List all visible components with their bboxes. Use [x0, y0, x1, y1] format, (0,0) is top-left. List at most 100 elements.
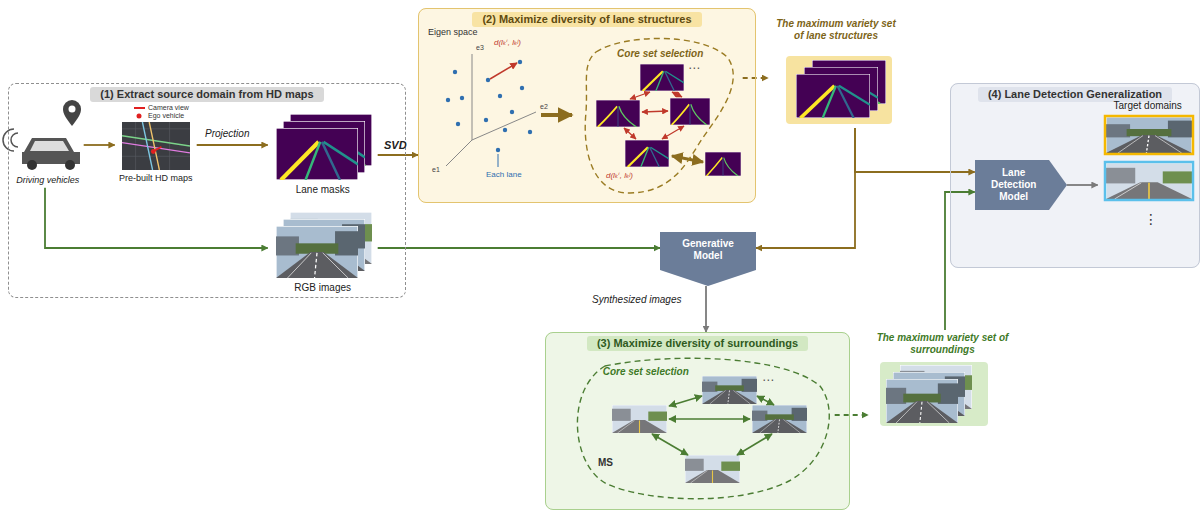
- surrounding-variety-stack: [886, 379, 958, 423]
- vehicle-item: Driving vehicles: [12, 100, 84, 188]
- surrounding-core-set-images: [612, 405, 667, 433]
- lane-variety-stack: [786, 56, 892, 124]
- surrounding-core-set-images: [702, 376, 757, 404]
- flow-connector: [378, 154, 418, 156]
- lane-core-set-images: [640, 64, 684, 91]
- flow-connector: [855, 128, 975, 172]
- rgb-image-stack: [276, 212, 372, 278]
- surrounding-core-set-images: [685, 455, 740, 483]
- eigen-space-plot: [503, 128, 507, 132]
- vehicle-icon: [69, 106, 76, 113]
- lane-core-set-images: [624, 128, 636, 139]
- point-callout: Each lane: [486, 171, 522, 180]
- lane-core-set-images: [662, 126, 684, 139]
- metric-label: MS: [598, 457, 613, 468]
- generator-shape: Generative Model: [660, 232, 756, 286]
- legend-entry: Ego vehicle: [148, 112, 184, 120]
- eigen-space-plot: [528, 130, 532, 134]
- node-label: Lane masks: [296, 184, 350, 196]
- node-label: Driving vehicles: [16, 175, 79, 186]
- ellipsis: ⋮: [1144, 212, 1158, 227]
- panel-fill: [950, 83, 1200, 268]
- eigen-space-plot: [453, 70, 457, 74]
- panel-fill: [8, 83, 406, 298]
- eigen-space-plot: [460, 96, 464, 100]
- generalization-panel: (4) Lane Detection GeneralizationLane De…: [950, 83, 1200, 268]
- lane-core-set-images: [630, 92, 650, 99]
- surrounding-core-set-images: [757, 396, 774, 405]
- eigen-space-plot: [490, 63, 517, 79]
- eigen-space-plot: [486, 78, 490, 82]
- distance-formula: d(lₖⁱ, lₖʲ): [494, 39, 521, 48]
- flow-connector: [197, 144, 268, 146]
- target-domain-images: [1105, 116, 1193, 200]
- eigen-space-plot: [498, 154, 499, 167]
- node-label: The maximum variety set of surroundings: [870, 332, 1015, 356]
- source-panel: (1) Extract source domain from HD mapsDr…: [8, 83, 406, 298]
- lane-core-set-images: [625, 140, 669, 167]
- surrounding-core-set-images: [737, 434, 772, 455]
- rgb-image-item: RGB images: [268, 210, 378, 296]
- surrounding-core-set-images: [612, 376, 807, 483]
- axis-label: e2: [540, 103, 548, 111]
- lane-core-set-images: [670, 98, 710, 125]
- hd-map-image: [137, 114, 142, 119]
- lane-mask-stack: [276, 114, 372, 180]
- surrounding-core-set-images: [752, 405, 807, 433]
- eigen-space-plot: [446, 54, 536, 166]
- model-shape: Lane Detection Model: [975, 160, 1067, 210]
- vehicle-icon: [30, 141, 69, 151]
- lane-mask-stack: [276, 128, 358, 180]
- max-variety-lanes: The maximum variety set of lane structur…: [768, 16, 904, 128]
- distance-formula: d(lₖⁱ, lₖʲ): [606, 172, 633, 181]
- hd-map-image: [122, 122, 190, 170]
- axis-label: e3: [476, 44, 484, 52]
- panel-title: (2) Maximize diversity of lane structure…: [472, 12, 701, 27]
- core-set-region: Core set selection: [565, 352, 835, 502]
- eigen-space-plot: [498, 94, 502, 98]
- vehicle-icon: [11, 133, 18, 147]
- node-label: The maximum variety set of lane structur…: [771, 18, 901, 42]
- node-label: Pre-built HD maps: [119, 173, 193, 184]
- edge-label: SVD: [384, 139, 407, 151]
- edge-label: Projection: [205, 128, 249, 139]
- eigen-space-plot: [518, 60, 522, 64]
- max-variety-surroundings: The maximum variety set of surroundings: [868, 330, 1017, 430]
- target-domain-images: [1106, 117, 1192, 153]
- flow-connector: [705, 286, 707, 332]
- surrounding-core-set-images: [669, 418, 750, 420]
- flow-connector: [45, 188, 268, 248]
- target-domain-images: [1105, 116, 1193, 154]
- block-arrow-shape: [975, 160, 1067, 210]
- vehicle-icon: [63, 100, 81, 126]
- eigen-space-plot: [520, 86, 524, 90]
- lane-variety-stack: [786, 56, 892, 124]
- node-label: Core set selection: [617, 48, 703, 60]
- eigen-space-plot: [446, 98, 450, 102]
- eigen-space-plot: [510, 110, 514, 114]
- eigen-space-plot: [541, 113, 572, 117]
- lane-core-set-images: [705, 152, 741, 176]
- vehicle-icon: [27, 160, 37, 170]
- hd-map-image: [122, 108, 190, 170]
- lane-core-set-images: [596, 64, 741, 176]
- lane-mask-item: Lane masks: [268, 112, 378, 198]
- panel-fill: [418, 8, 756, 203]
- axis-label: e1: [432, 166, 440, 174]
- eigen-space-plot: [456, 122, 460, 126]
- core-set-region: Core set selection: [578, 30, 743, 200]
- lane-diversity-panel: (2) Maximize diversity of lane structure…: [418, 8, 756, 203]
- lane-variety-stack: [796, 74, 870, 118]
- ellipsis: ⋯: [762, 374, 774, 387]
- dashed-region-outline: [577, 358, 829, 499]
- block-arrow-shape: [660, 232, 756, 286]
- surrounding-variety-stack: [880, 362, 988, 426]
- surroundings-panel: (3) Maximize diversity of surroundingsCo…: [545, 332, 850, 510]
- eigen-space-plot: [484, 118, 488, 122]
- axis-title: Eigen space: [428, 28, 478, 38]
- vehicle-icon: [65, 160, 75, 170]
- panel-fill: [545, 332, 850, 510]
- node-label: RGB images: [294, 282, 351, 294]
